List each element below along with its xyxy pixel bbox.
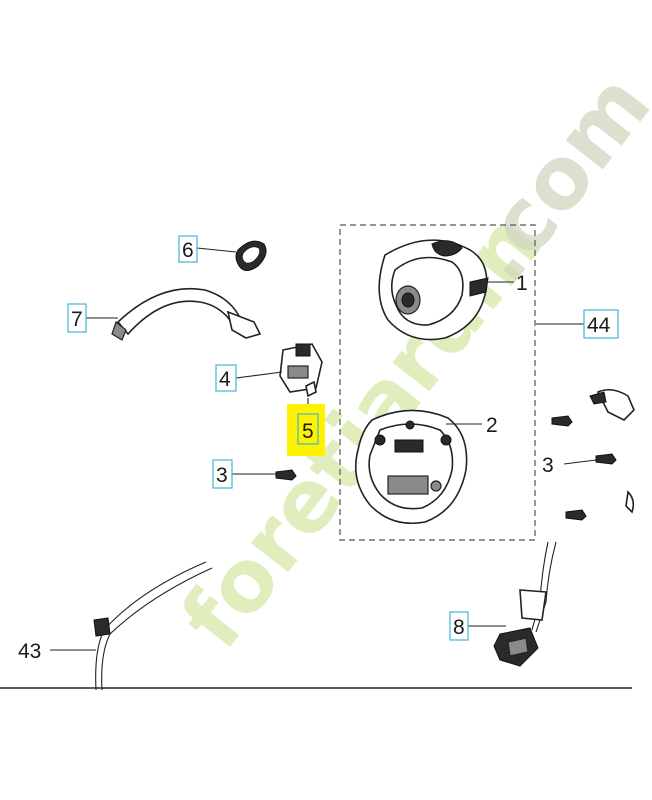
label-box-7 (67, 303, 87, 333)
part-5-spring[interactable] (305, 380, 317, 398)
label-6: 6 (182, 239, 194, 262)
watermark: foretjardin .com (162, 56, 652, 667)
label-box-6 (178, 235, 198, 263)
partial-bracket-right (589, 388, 635, 514)
label-8: 8 (453, 616, 465, 639)
part-4-switch[interactable] (279, 343, 323, 393)
label-43: 43 (18, 640, 41, 663)
label-4: 4 (219, 368, 231, 391)
part-6-gasket-ring[interactable] (235, 240, 267, 271)
part-2-lower-housing[interactable] (354, 409, 468, 524)
part-1-housing-cover[interactable] (378, 239, 489, 341)
label-3-left: 3 (216, 464, 228, 487)
label-box-44 (583, 309, 619, 339)
label-box-3-left (212, 459, 233, 489)
leader-3-right (563, 459, 597, 465)
label-box-4 (215, 364, 237, 392)
leader-6 (196, 247, 237, 253)
label-box-8 (449, 611, 469, 641)
label-5: 5 (302, 420, 314, 443)
leader-4 (235, 371, 283, 379)
part-3-screws-right[interactable] (551, 415, 617, 521)
label-1: 1 (516, 272, 528, 295)
label-5-highlight (287, 404, 325, 456)
part-3-screw-left[interactable] (275, 469, 297, 481)
label-2: 2 (486, 414, 498, 437)
assembly-dashed-box (339, 224, 536, 541)
part-8-connector[interactable] (493, 541, 557, 667)
part-43-cable[interactable] (93, 561, 213, 691)
part-7-handle-bar[interactable] (111, 287, 262, 341)
label-44: 44 (587, 314, 611, 337)
label-7: 7 (71, 308, 83, 331)
label-3-right: 3 (542, 454, 554, 477)
label-box-5 (297, 413, 319, 445)
